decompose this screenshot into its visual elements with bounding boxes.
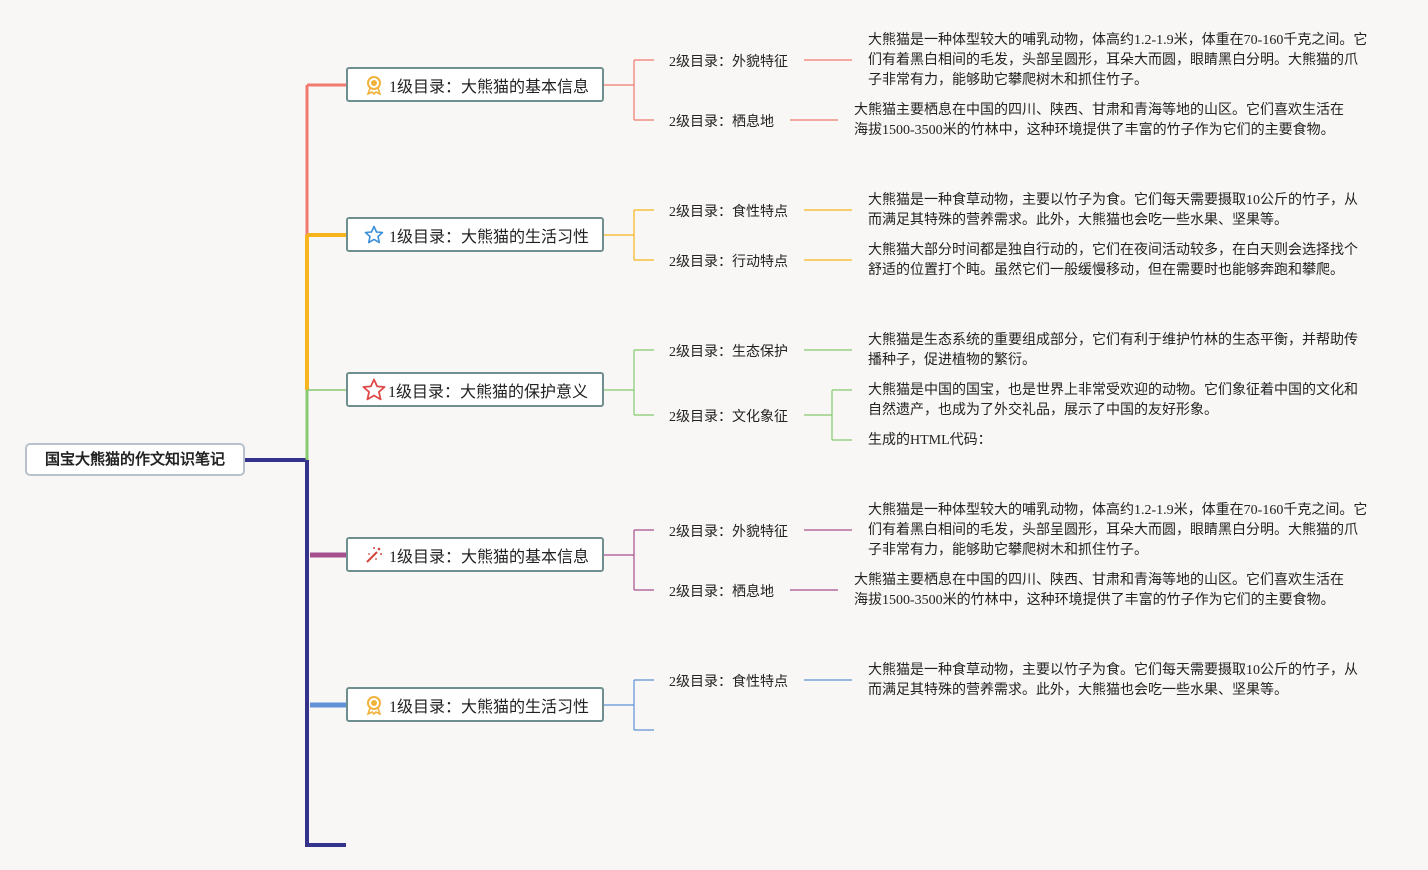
level2-node[interactable]: 2级目录：文化象征 <box>669 410 788 425</box>
level1-node-basic-info[interactable]: 1级目录：大熊猫的基本信息 <box>346 67 604 102</box>
leaf-text[interactable]: 大熊猫是一种体型较大的哺乳动物，体高约1.2-1.9米，体重在70-160千克之… <box>868 33 1368 88</box>
leaf-text[interactable]: 大熊猫是一种食草动物，主要以竹子为食。它们每天需要摄取10公斤的竹子，从而满足其… <box>868 193 1358 228</box>
leaf-text[interactable]: 大熊猫主要栖息在中国的四川、陕西、甘肃和青海等地的山区。它们喜欢生活在海拔150… <box>854 573 1344 608</box>
magic-wand-icon <box>364 545 384 565</box>
star-icon <box>364 225 384 245</box>
leaf-text[interactable]: 大熊猫大部分时间都是独自行动的，它们在夜间活动较多，在白天则会选择找个舒适的位置… <box>868 243 1358 278</box>
level2-node[interactable]: 2级目录：食性特点 <box>669 675 788 690</box>
trunk-line <box>305 460 346 847</box>
leaf-text[interactable]: 大熊猫是一种食草动物，主要以竹子为食。它们每天需要摄取10公斤的竹子，从而满足其… <box>868 663 1358 698</box>
level1-label: 1级目录：大熊猫的生活习性 <box>389 228 590 246</box>
leaf-text[interactable]: 大熊猫是生态系统的重要组成部分，它们有利于维护竹林的生态平衡，并帮助传播种子，促… <box>868 333 1358 368</box>
level1-node-habits[interactable]: 1级目录：大熊猫的生活习性 <box>346 217 604 252</box>
leaf-text[interactable]: 大熊猫是中国的国宝，也是世界上非常受欢迎的动物。它们象征着中国的文化和自然遗产，… <box>868 383 1358 418</box>
level1-node-protection[interactable]: 1级目录：大熊猫的保护意义 <box>346 372 604 407</box>
level1-label: 1级目录：大熊猫的基本信息 <box>389 78 590 96</box>
level2-node[interactable]: 2级目录：外貌特征 <box>669 525 788 540</box>
level1-label: 1级目录：大熊猫的基本信息 <box>389 548 590 566</box>
award-ribbon-icon <box>364 695 384 715</box>
level2-node[interactable]: 2级目录：外貌特征 <box>669 55 788 70</box>
level1-label: 1级目录：大熊猫的保护意义 <box>388 383 589 401</box>
level2-node[interactable]: 2级目录：行动特点 <box>669 255 788 270</box>
level1-node-habits-2[interactable]: 1级目录：大熊猫的生活习性 <box>346 687 604 722</box>
leaf-text[interactable]: 大熊猫主要栖息在中国的四川、陕西、甘肃和青海等地的山区。它们喜欢生活在海拔150… <box>854 103 1344 138</box>
level1-label: 1级目录：大熊猫的生活习性 <box>389 698 590 716</box>
level2-node[interactable]: 2级目录：生态保护 <box>669 345 788 360</box>
root-node[interactable]: 国宝大熊猫的作文知识笔记 <box>25 443 245 476</box>
level2-node[interactable]: 2级目录：栖息地 <box>669 115 774 130</box>
star-outline-red-icon <box>362 378 386 402</box>
level2-node[interactable]: 2级目录：食性特点 <box>669 205 788 220</box>
level1-node-basic-info-2[interactable]: 1级目录：大熊猫的基本信息 <box>346 537 604 572</box>
leaf-text[interactable]: 大熊猫是一种体型较大的哺乳动物，体高约1.2-1.9米，体重在70-160千克之… <box>868 503 1368 558</box>
award-ribbon-icon <box>364 75 384 95</box>
level2-node[interactable]: 2级目录：栖息地 <box>669 585 774 600</box>
leaf-text[interactable]: 生成的HTML代码： <box>868 433 992 448</box>
